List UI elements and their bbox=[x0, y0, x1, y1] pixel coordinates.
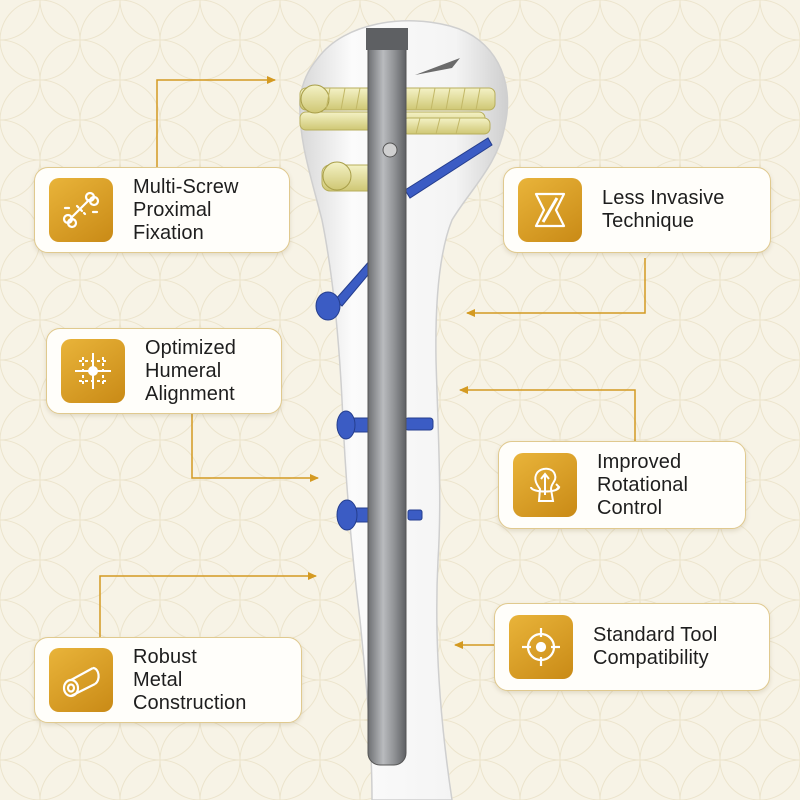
callout-less-invasive: Less Invasive Technique bbox=[503, 167, 771, 253]
callout-label: Standard Tool Compatibility bbox=[593, 624, 718, 669]
incision-icon bbox=[518, 178, 582, 242]
callout-robust-metal: Robust Metal Construction bbox=[34, 637, 302, 723]
bone-icon bbox=[49, 178, 113, 242]
callout-label: Optimized Humeral Alignment bbox=[145, 336, 236, 405]
nail-cap bbox=[366, 28, 408, 50]
connector-lines bbox=[99, 76, 646, 649]
callout-label: Improved Rotational Control bbox=[597, 450, 689, 519]
callout-label: Multi-Screw Proximal Fixation bbox=[133, 175, 239, 244]
callout-standard-tool: Standard Tool Compatibility bbox=[494, 603, 770, 691]
callout-rotational-control: Improved Rotational Control bbox=[498, 441, 746, 529]
blue-screws bbox=[315, 137, 493, 531]
callout-optimized-alignment: Optimized Humeral Alignment bbox=[46, 328, 282, 414]
target-icon bbox=[509, 615, 573, 679]
cylinder-icon bbox=[49, 648, 113, 712]
crosshair-grid-icon bbox=[61, 339, 125, 403]
callout-label: Robust Metal Construction bbox=[133, 645, 247, 714]
intramedullary-nail bbox=[367, 29, 407, 766]
callout-label: Less Invasive Technique bbox=[602, 187, 725, 232]
callout-multi-screw: Multi-Screw Proximal Fixation bbox=[34, 167, 290, 253]
rotation-icon bbox=[513, 453, 577, 517]
